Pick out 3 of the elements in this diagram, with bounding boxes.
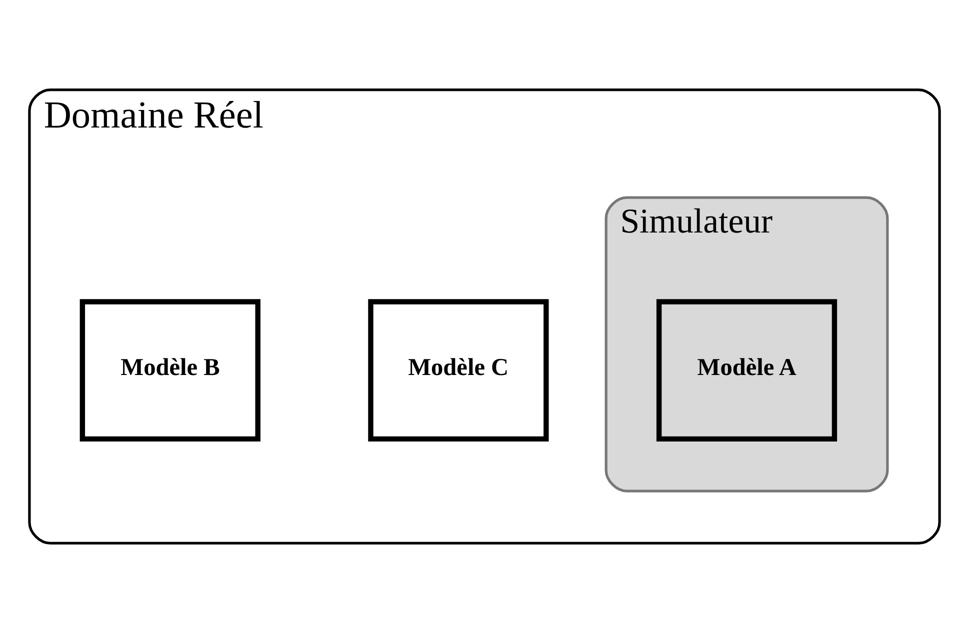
node-box: Modèle A (656, 299, 838, 442)
node-box: Modèle C (368, 299, 549, 442)
node-box: Modèle B (80, 299, 260, 442)
